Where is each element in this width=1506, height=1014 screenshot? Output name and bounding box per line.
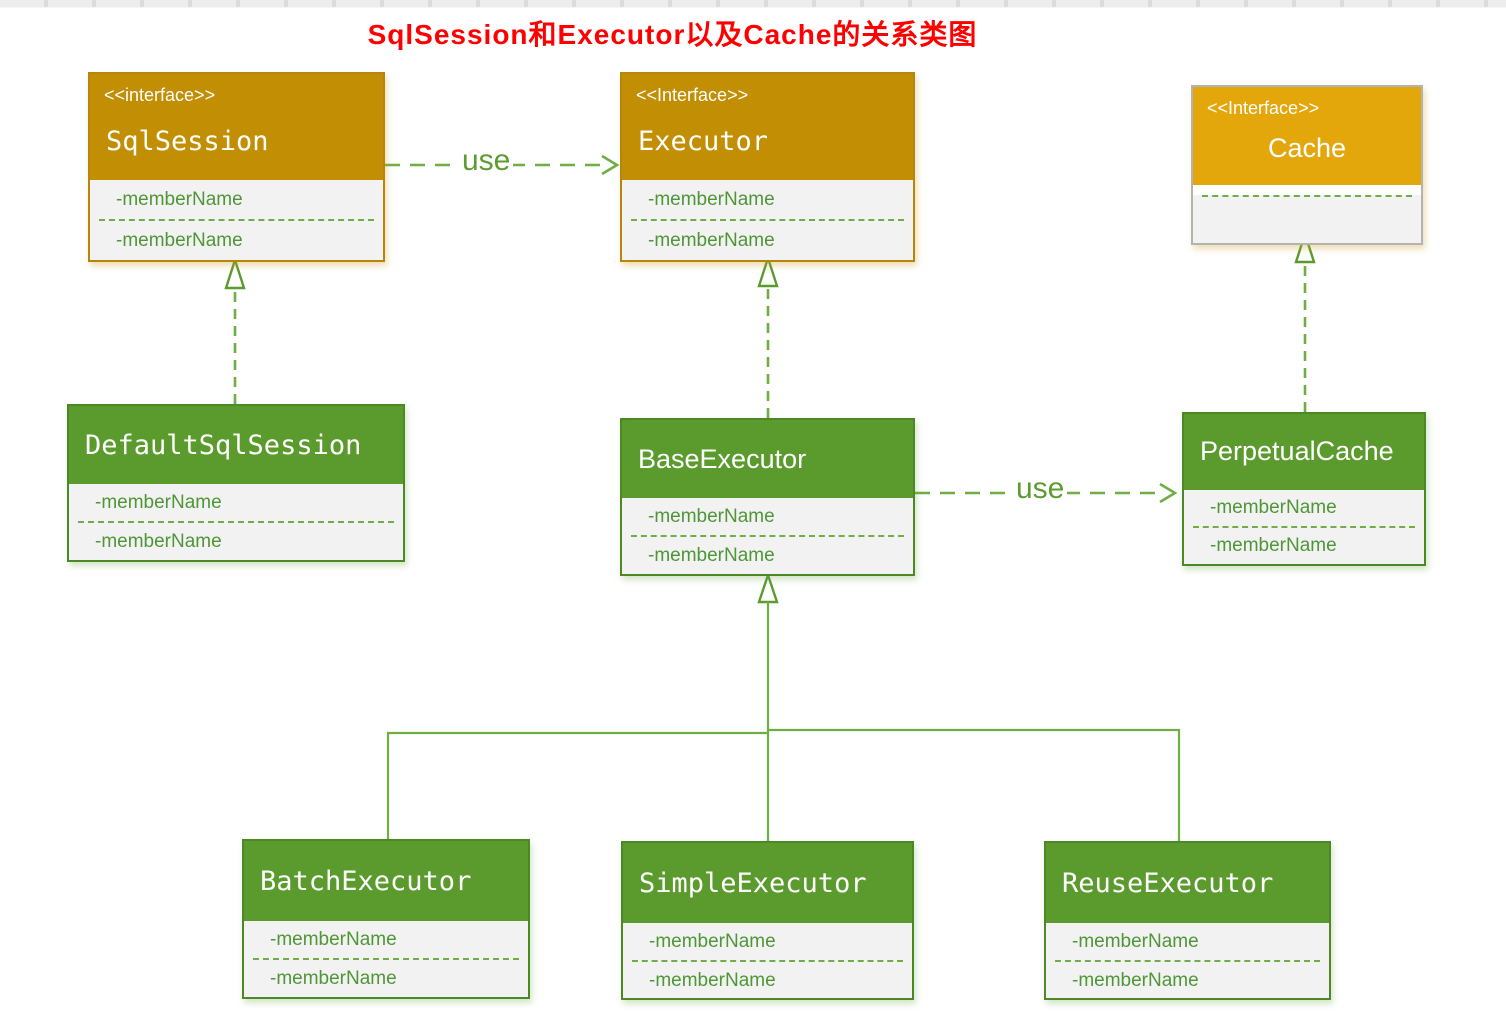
class-box-simpleexecutor: SimpleExecutor -memberName -memberName: [621, 841, 914, 1000]
member-separator: [99, 219, 374, 221]
member-row: -memberName: [648, 230, 775, 251]
member-row: -memberName: [1072, 931, 1199, 952]
stereotype-label: <<interface>>: [104, 85, 216, 105]
member-row: -memberName: [95, 492, 222, 513]
class-name: ReuseExecutor: [1062, 868, 1274, 899]
class-box-perpetualcache: PerpetualCache -memberName -memberName: [1182, 412, 1426, 566]
member-separator: [632, 960, 903, 962]
class-box-batchexecutor: BatchExecutor -memberName -memberName: [242, 839, 530, 999]
diagram-title: SqlSession和Executor以及Cache的关系类图: [367, 19, 978, 50]
class-box-reuseexecutor: ReuseExecutor -memberName -memberName: [1044, 841, 1331, 1000]
class-name: BatchExecutor: [260, 866, 472, 897]
class-name: Executor: [638, 126, 769, 157]
member-row: -memberName: [649, 931, 776, 952]
member-row: -memberName: [95, 531, 222, 552]
dependency-label-use-2: use: [1013, 472, 1068, 506]
realization-arrow-defaultsqlsession-sqlsession: [224, 256, 246, 404]
class-name: SqlSession: [106, 126, 269, 157]
member-separator: [1202, 195, 1412, 197]
class-name: BaseExecutor: [638, 444, 807, 474]
member-row: -memberName: [270, 929, 397, 950]
member-separator: [1193, 526, 1415, 528]
member-row: -memberName: [270, 968, 397, 989]
class-box-executor: <<Interface>> Executor -memberName -memb…: [620, 72, 915, 262]
class-name: Cache: [1267, 133, 1347, 163]
dependency-label-use-1: use: [459, 144, 514, 178]
class-box-baseexecutor: BaseExecutor -memberName -memberName: [620, 418, 915, 576]
member-row: -memberName: [1210, 535, 1337, 556]
member-row: -memberName: [1072, 970, 1199, 991]
member-row: -memberName: [648, 545, 775, 566]
member-row: -memberName: [116, 189, 243, 210]
member-row: -memberName: [648, 506, 775, 527]
generalization-arrow-executors-baseexecutor: [386, 571, 1181, 841]
member-row: -memberName: [116, 230, 243, 251]
top-edge-strip: [0, 0, 1506, 8]
member-row: -memberName: [649, 970, 776, 991]
class-box-cache: <<Interface>> Cache: [1191, 85, 1423, 245]
member-separator: [631, 535, 904, 537]
class-name: SimpleExecutor: [639, 868, 867, 899]
member-row: -memberName: [648, 189, 775, 210]
stereotype-label: <<Interface>>: [1207, 98, 1320, 118]
class-box-defaultsqlsession: DefaultSqlSession -memberName -memberNam…: [67, 404, 405, 562]
stereotype-label: <<Interface>>: [636, 85, 749, 105]
class-box-sqlsession: <<interface>> SqlSession -memberName -me…: [88, 72, 385, 262]
realization-arrow-baseexecutor-executor: [757, 254, 779, 418]
member-separator: [253, 958, 519, 960]
class-name: PerpetualCache: [1200, 436, 1394, 466]
member-separator: [1055, 960, 1320, 962]
member-separator: [78, 521, 394, 523]
member-separator: [631, 219, 904, 221]
member-row: -memberName: [1210, 497, 1337, 518]
class-name: DefaultSqlSession: [85, 430, 362, 461]
realization-arrow-perpetualcache-cache: [1294, 230, 1316, 412]
